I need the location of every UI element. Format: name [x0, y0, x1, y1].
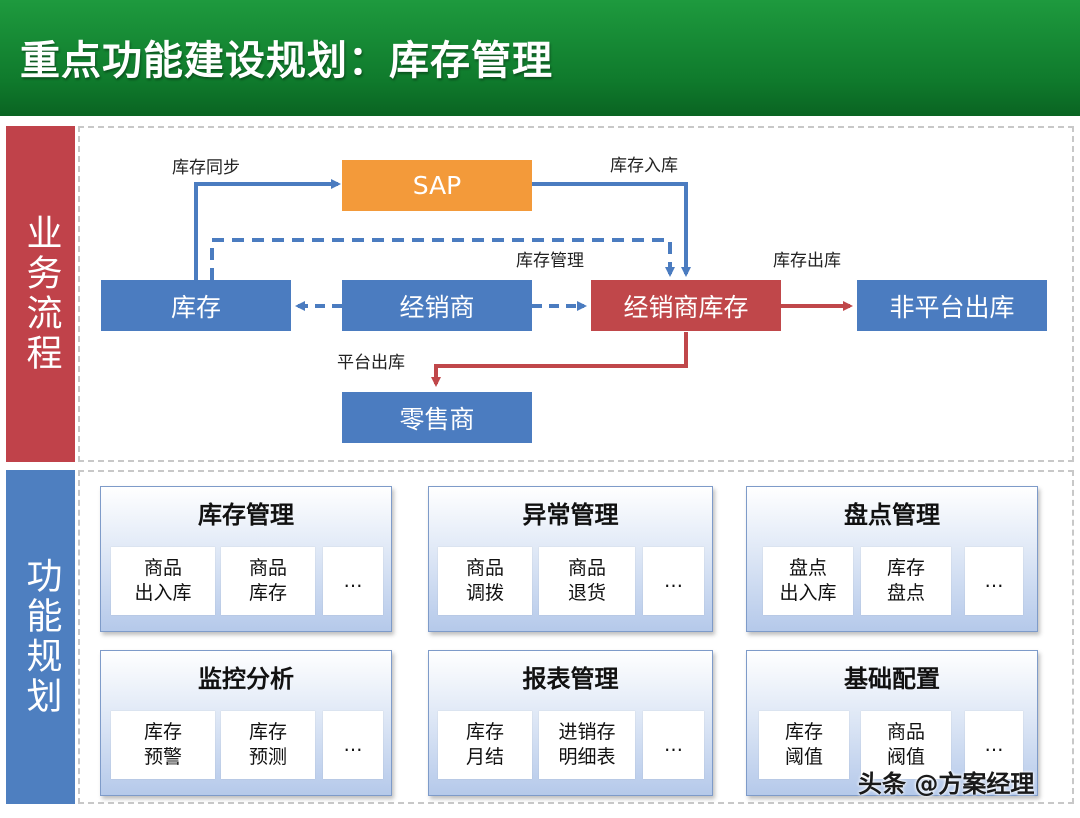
module-item: 商品 出入库: [111, 547, 215, 615]
module-card: 盘点管理 盘点 出入库 库存 盘点 …: [746, 486, 1038, 632]
module-item-label: …: [984, 569, 1004, 592]
module-item: 商品 退货: [539, 547, 635, 615]
module-item-label: 库存 阈值: [784, 721, 823, 768]
module-item: 库存 月结: [438, 711, 532, 779]
module-item: 库存 预测: [221, 711, 315, 779]
module-item-label: 库存 预测: [248, 721, 287, 768]
process-section-text: 业务流程: [20, 214, 62, 374]
module-card: 报表管理 库存 月结 进销存 明细表 …: [428, 650, 713, 796]
module-item: 商品 调拨: [438, 547, 532, 615]
module-title: 监控分析: [198, 665, 294, 693]
module-card: 监控分析 库存 预警 库存 预测 …: [100, 650, 392, 796]
module-item-label: 商品 库存: [248, 557, 287, 604]
arrow-manage: [210, 238, 675, 280]
module-item: 盘点 出入库: [763, 547, 853, 615]
module-item: 进销存 明细表: [539, 711, 635, 779]
module-item: 库存 预警: [111, 711, 215, 779]
module-item: 商品 库存: [221, 547, 315, 615]
edge-label-in-stock: 库存入库: [610, 156, 678, 176]
edge-label-manage: 库存管理: [516, 251, 584, 271]
module-card: 异常管理 商品 调拨 商品 退货 …: [428, 486, 713, 632]
module-item-label: 库存 盘点: [886, 557, 925, 604]
edge-label-out-stock: 库存出库: [773, 251, 841, 271]
module-item-label: 商品 退货: [567, 557, 606, 604]
module-item-label: …: [984, 733, 1004, 756]
function-panel: [78, 470, 1074, 804]
module-item-label: 商品 调拨: [465, 557, 504, 604]
module-card: 基础配置 库存 阈值 商品 阀值 …: [746, 650, 1038, 796]
module-title: 异常管理: [522, 501, 619, 529]
module-item-more: …: [965, 547, 1023, 615]
module-title: 报表管理: [522, 665, 619, 693]
node-sap-label: SAP: [412, 171, 462, 200]
page-title: 重点功能建设规划：库存管理: [20, 38, 553, 84]
module-item-more: …: [643, 711, 704, 779]
node-dealer-inventory-label: 经销商库存: [623, 292, 749, 322]
title-bar: 重点功能建设规划：库存管理: [0, 0, 1080, 116]
module-item-more: …: [965, 711, 1023, 779]
node-inventory-label: 库存: [170, 292, 221, 322]
module-card: 库存管理 商品 出入库 商品 库存 …: [100, 486, 392, 632]
module-title: 基础配置: [844, 665, 940, 693]
node-non-platform-out: 非平台出库: [857, 280, 1047, 331]
node-sap: SAP: [342, 160, 532, 211]
module-item-label: 库存 预警: [143, 721, 182, 768]
arrow-sync: [194, 179, 341, 280]
module-item-more: …: [323, 711, 383, 779]
module-item-more: …: [643, 547, 704, 615]
module-item-label: 库存 月结: [465, 721, 504, 768]
module-item: 库存 阈值: [759, 711, 849, 779]
arrow-in-stock: [532, 182, 691, 277]
module-item-more: …: [323, 547, 383, 615]
edge-label-platform-out: 平台出库: [337, 353, 405, 373]
node-non-platform-out-label: 非平台出库: [889, 292, 1015, 322]
process-panel: [78, 126, 1074, 462]
node-dealer-label: 经销商: [399, 292, 475, 322]
function-section-label: 功能规划: [6, 470, 75, 804]
edge-label-sync: 库存同步: [172, 158, 240, 178]
module-title: 库存管理: [198, 501, 294, 529]
node-dealer: 经销商: [342, 280, 532, 331]
node-inventory: 库存: [101, 280, 291, 331]
module-item-label: …: [664, 733, 683, 756]
module-item: 商品 阀值: [861, 711, 951, 779]
module-item-label: 进销存 明细表: [558, 721, 616, 768]
module-item-label: 商品 阀值: [886, 721, 925, 768]
node-retailer-label: 零售商: [399, 404, 475, 434]
watermark: 头条 @方案经理: [858, 770, 1035, 798]
process-section-label: 业务流程: [6, 126, 75, 462]
module-item-label: …: [343, 569, 363, 592]
function-section-text: 功能规划: [20, 557, 62, 717]
module-item-label: 盘点 出入库: [779, 557, 837, 604]
module-item: 库存 盘点: [861, 547, 951, 615]
arrow-platform-out: [431, 332, 688, 387]
module-item-label: …: [343, 733, 363, 756]
module-item-label: …: [664, 569, 683, 592]
node-retailer: 零售商: [342, 392, 532, 443]
module-item-label: 商品 出入库: [134, 557, 192, 604]
node-dealer-inventory: 经销商库存: [591, 280, 781, 331]
module-title: 盘点管理: [844, 501, 940, 529]
